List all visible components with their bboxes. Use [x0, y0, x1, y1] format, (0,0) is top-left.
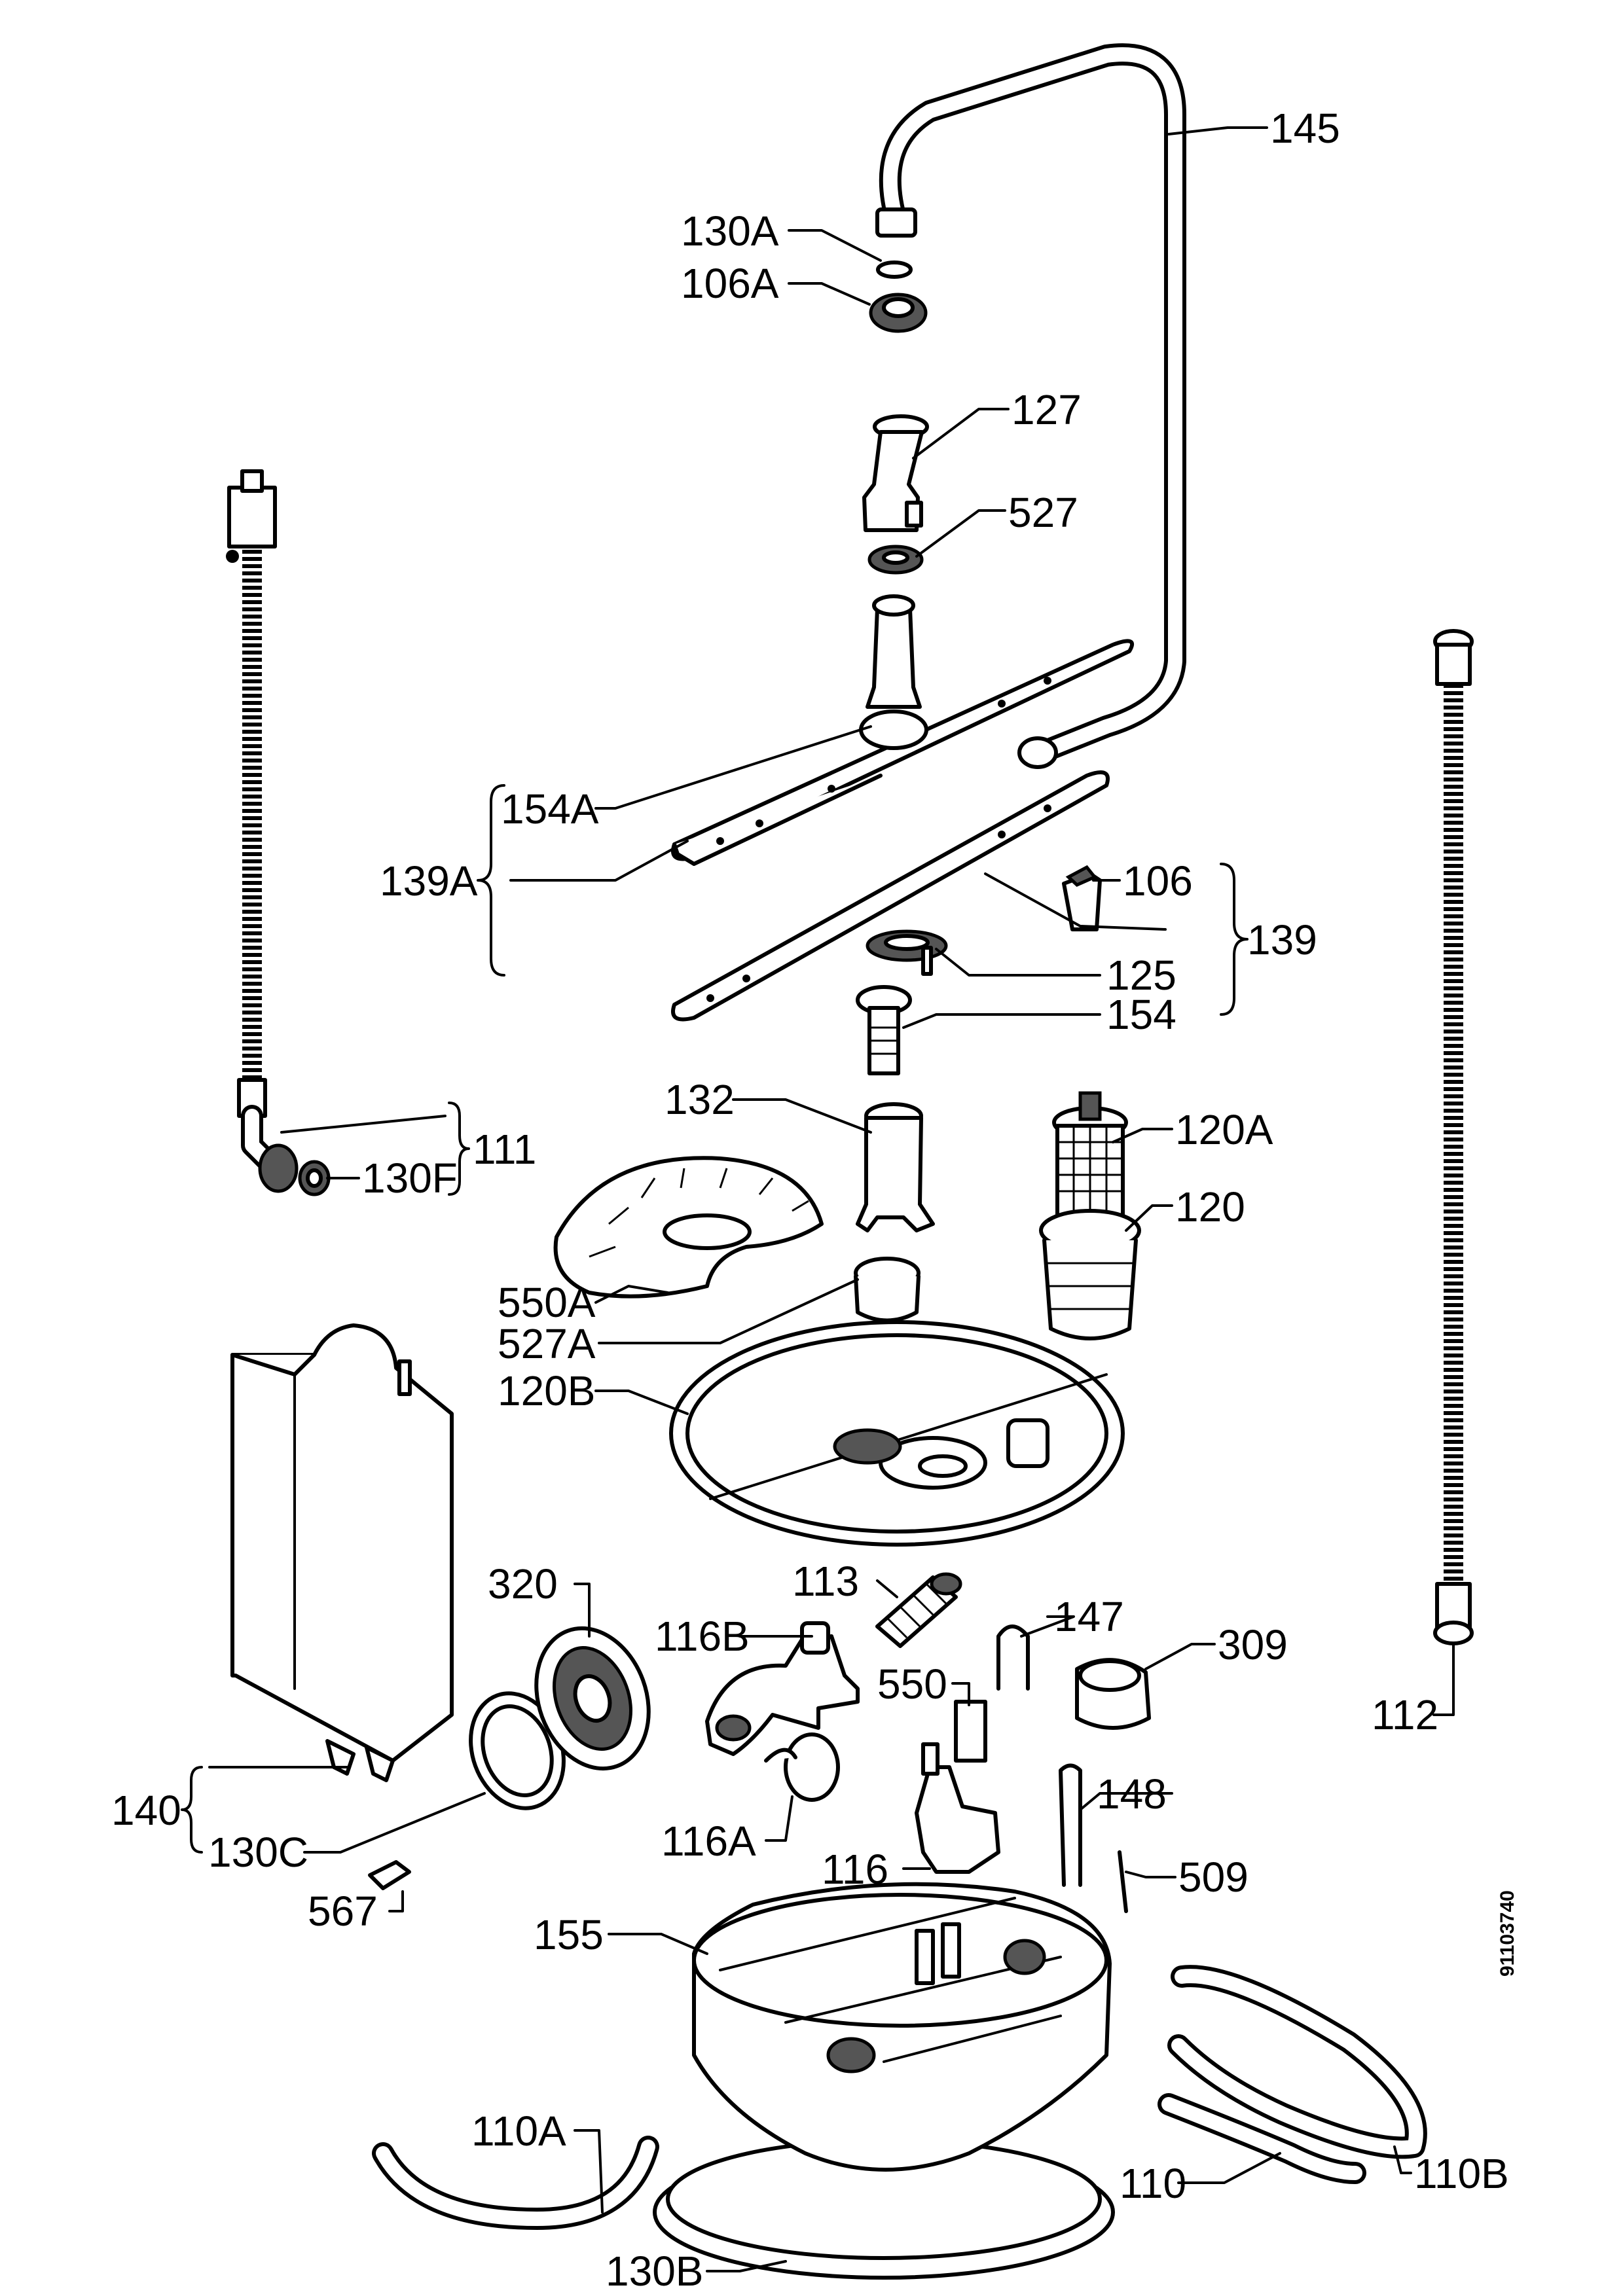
label-139a: 139A	[380, 857, 478, 905]
leader-lines	[208, 126, 1455, 2272]
part-509-pin	[1118, 1850, 1128, 1913]
part-550-block	[954, 1700, 987, 1763]
label-147: 147	[1054, 1593, 1124, 1640]
part-132-tube	[856, 1102, 935, 1232]
part-113-heater	[875, 1572, 962, 1648]
part-154a-upper-spray-arm	[671, 594, 1135, 866]
part-116-valve	[915, 1742, 1000, 1874]
part-155-sump	[653, 1882, 1115, 2280]
label-120a: 120A	[1175, 1106, 1273, 1153]
part-145-spray-pipe	[875, 43, 1186, 769]
label-130c: 130C	[208, 1829, 308, 1876]
brace-140	[181, 1766, 203, 1854]
label-140: 140	[111, 1787, 181, 1834]
part-130c-seal	[469, 1691, 566, 1810]
label-110a: 110A	[471, 2108, 566, 2155]
part-130a-o-ring	[876, 260, 913, 279]
label-112: 112	[1372, 1691, 1438, 1738]
part-120a-fine-filter	[1052, 1091, 1128, 1219]
part-116b-housing	[705, 1621, 860, 1756]
label-116: 116	[822, 1846, 888, 1893]
label-120: 120	[1175, 1183, 1245, 1230]
label-116a: 116A	[661, 1818, 756, 1865]
part-116a-ball	[764, 1732, 840, 1802]
label-125: 125	[1106, 952, 1176, 999]
brace-111	[448, 1102, 470, 1196]
label-527: 527	[1008, 489, 1078, 536]
part-106a-nut	[869, 293, 928, 333]
label-527a: 527A	[498, 1320, 596, 1367]
part-112-hose	[1433, 629, 1474, 1645]
part-labels: 145 130A 106A 127 527 154A 139A 106 139 …	[111, 105, 1518, 2295]
label-139: 139	[1247, 916, 1317, 963]
part-120b-filter-plate	[669, 1320, 1125, 1547]
label-567: 567	[308, 1888, 378, 1935]
label-132: 132	[665, 1076, 735, 1123]
brace-139	[1220, 863, 1249, 1016]
label-130b: 130B	[606, 2248, 703, 2295]
part-550a-strainer-plate	[553, 1156, 824, 1299]
part-140-water-softener	[230, 1323, 454, 1782]
label-110: 110	[1120, 2160, 1186, 2207]
part-120-coarse-filter	[1039, 1209, 1141, 1340]
part-147-bracket	[996, 1624, 1030, 1691]
label-155: 155	[534, 1911, 604, 1958]
label-550a: 550A	[498, 1279, 596, 1326]
label-116b: 116B	[655, 1613, 750, 1660]
label-120b: 120B	[498, 1367, 595, 1414]
part-527-ring	[867, 545, 924, 575]
document-number: 91103740	[1497, 1890, 1518, 1977]
part-111-hose	[226, 469, 299, 1193]
part-127-sleeve	[862, 414, 929, 532]
part-320-cover	[534, 1626, 651, 1771]
label-154a: 154A	[501, 785, 599, 833]
part-154-hub	[856, 985, 912, 1075]
part-139-lower-spray-arm	[671, 770, 1110, 1022]
label-106a: 106A	[681, 260, 779, 307]
part-125-bearing	[866, 929, 948, 976]
label-309: 309	[1218, 1621, 1288, 1668]
label-130f: 130F	[362, 1155, 458, 1202]
part-527a-ring	[854, 1257, 921, 1323]
label-509: 509	[1178, 1854, 1249, 1901]
label-130a: 130A	[681, 207, 779, 255]
label-320: 320	[488, 1560, 558, 1607]
label-113: 113	[792, 1558, 859, 1605]
brace-139a	[477, 784, 505, 977]
label-154: 154	[1106, 991, 1176, 1038]
part-309-cap	[1075, 1658, 1151, 1730]
label-550: 550	[877, 1660, 947, 1708]
part-567-clip	[368, 1860, 411, 1890]
part-148-spring	[1059, 1763, 1082, 1887]
label-148: 148	[1097, 1770, 1167, 1818]
label-127: 127	[1012, 386, 1082, 433]
label-111: 111	[473, 1126, 536, 1173]
label-106: 106	[1123, 857, 1193, 905]
label-145: 145	[1270, 105, 1340, 152]
label-110b: 110B	[1414, 2150, 1509, 2197]
part-130f-seal	[298, 1160, 331, 1196]
